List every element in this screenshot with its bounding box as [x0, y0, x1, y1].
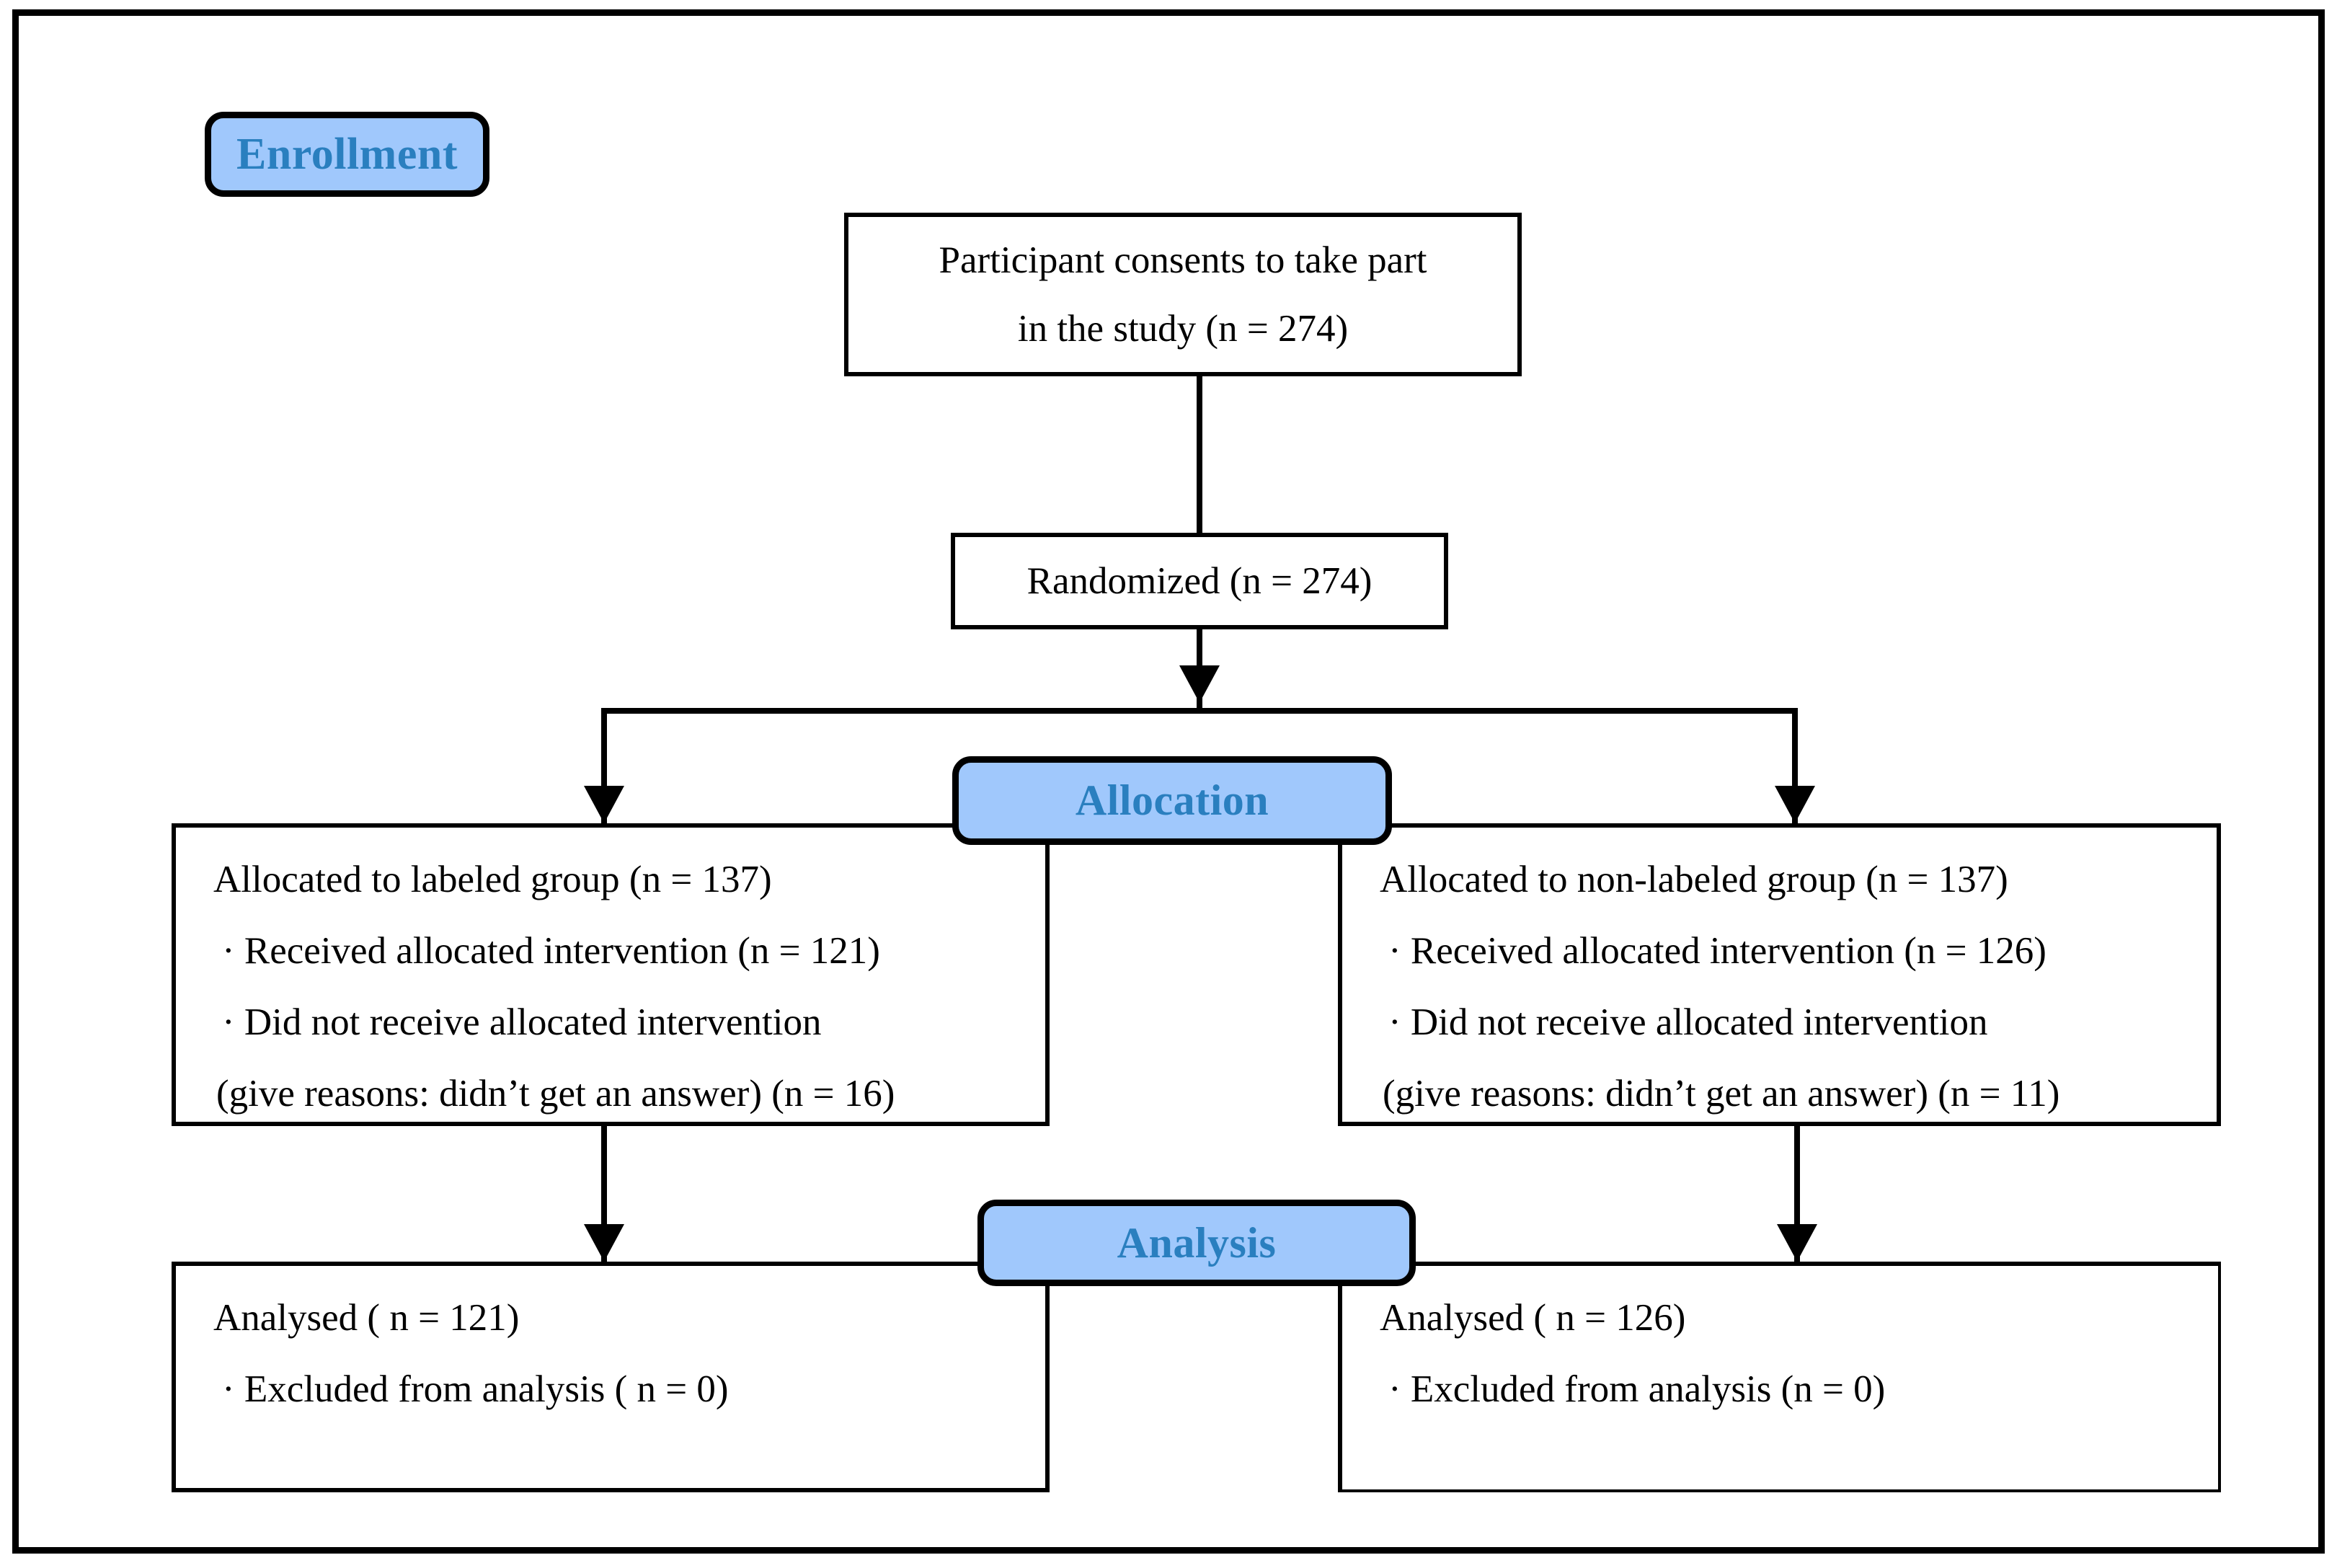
arrowhead-randomized-down [1179, 665, 1220, 703]
arrowhead-alloc-left-down [584, 786, 624, 823]
alloc-left-line-3: · Did not receive allocated intervention [222, 1001, 822, 1043]
node-allocation-left-box: Allocated to labeled group (n = 137) · R… [172, 823, 1050, 1126]
connector-split-to-alloc-right [1792, 708, 1798, 823]
stage-badge-allocation: Allocation [952, 756, 1392, 845]
node-allocation-right-box: Allocated to non-labeled group (n = 137)… [1338, 823, 2221, 1126]
node-analysis-left-box: Analysed ( n = 121) · Excluded from anal… [172, 1262, 1050, 1492]
analysis-right-line-1: Analysed ( n = 126) [1380, 1297, 1686, 1339]
node-randomized-box: Randomized (n = 274) [951, 533, 1448, 629]
alloc-left-line-4: (give reasons: didn’t get an answer) (n … [216, 1073, 895, 1115]
node-analysis-right-box: Analysed ( n = 126) · Excluded from anal… [1338, 1262, 2221, 1492]
node-consent-box: Participant consents to take part in the… [844, 213, 1522, 376]
randomized-line-1: Randomized (n = 274) [1026, 559, 1373, 602]
connector-split-to-alloc-left [601, 708, 607, 823]
alloc-right-line-3: · Did not receive allocated intervention [1388, 1001, 1988, 1043]
arrowhead-analysis-left-down [584, 1224, 624, 1262]
alloc-right-line-1: Allocated to non-labeled group (n = 137) [1380, 859, 2008, 900]
consent-line-1: Participant consents to take part [939, 239, 1427, 281]
consent-line-2: in the study (n = 274) [1017, 307, 1349, 350]
alloc-right-line-2: · Received allocated intervention (n = 1… [1388, 930, 2046, 972]
connector-alloc-left-to-analysis [601, 1126, 607, 1262]
stage-badge-allocation-label: Allocation [1075, 776, 1269, 824]
analysis-left-line-1: Analysed ( n = 121) [213, 1297, 520, 1339]
stage-badge-enrollment-label: Enrollment [236, 129, 458, 179]
alloc-left-line-2: · Received allocated intervention (n = 1… [222, 930, 880, 972]
alloc-right-line-4: (give reasons: didn’t get an answer) (n … [1383, 1073, 2060, 1115]
analysis-left-line-2: · Excluded from analysis ( n = 0) [222, 1368, 729, 1410]
stage-badge-analysis-label: Analysis [1117, 1218, 1277, 1267]
connector-consent-to-randomized [1197, 376, 1202, 533]
stage-badge-enrollment: Enrollment [205, 112, 489, 197]
arrowhead-analysis-right-down [1777, 1224, 1817, 1262]
arrowhead-alloc-right-down [1775, 786, 1815, 823]
connector-alloc-right-to-analysis [1794, 1126, 1800, 1262]
alloc-left-line-1: Allocated to labeled group (n = 137) [213, 859, 772, 900]
analysis-right-line-2: · Excluded from analysis (n = 0) [1388, 1368, 1886, 1410]
diagram-frame: Enrollment Participant consents to take … [12, 9, 2325, 1554]
stage-badge-analysis: Analysis [977, 1200, 1416, 1286]
connector-split-horizontal [601, 708, 1798, 714]
